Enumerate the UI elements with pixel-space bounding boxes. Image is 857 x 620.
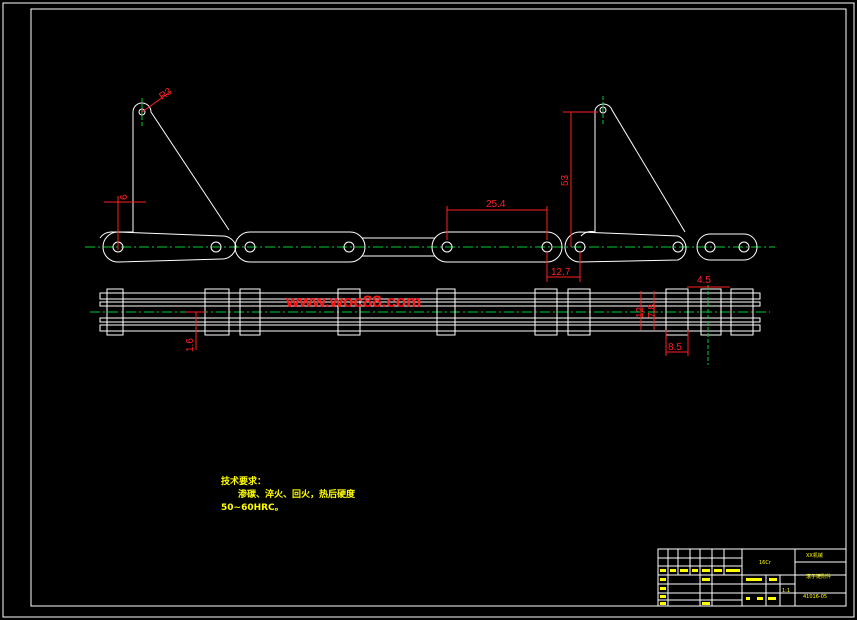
- title-part-name: 滚子链附件: [806, 573, 831, 580]
- inner-plate-strip: [99, 317, 761, 323]
- dim-link-height-a: 7.8: [647, 304, 658, 318]
- pin-hole: [210, 241, 222, 253]
- watermark: www.woc88.com: [285, 292, 421, 311]
- dim-link-height-b: 12: [635, 306, 646, 318]
- top-dimensions: [186, 286, 730, 356]
- dim-pitch: 25.4: [486, 199, 506, 210]
- dim-roller-width: 8.5: [668, 342, 682, 353]
- dim-radius: R3: [157, 86, 174, 103]
- attachment-hole: [599, 106, 607, 114]
- pin-hole: [704, 241, 716, 253]
- right-attachment-plate: [580, 103, 686, 237]
- notes-heading: 技术要求：: [221, 475, 266, 487]
- title-company: XX机械: [806, 552, 823, 559]
- pin-hole: [441, 241, 453, 253]
- notes-line2: 50~60HRC。: [221, 503, 284, 513]
- top-view: [90, 285, 770, 365]
- title-block-cells: [660, 569, 777, 605]
- dim-plate-thickness: 1.6: [185, 338, 196, 352]
- inner-border: [30, 8, 847, 607]
- dim-attachment-height: 53: [560, 174, 571, 186]
- dim-pin-len: 4.5: [697, 275, 711, 286]
- left-attachment-plate: [132, 102, 230, 232]
- outer-plate-strip: [99, 324, 761, 332]
- dim-plate-offset: 6: [119, 194, 130, 200]
- pin-hole: [738, 241, 750, 253]
- left-plate-lower: [102, 231, 237, 263]
- dim-half-pitch: 12.7: [551, 267, 571, 278]
- pin-group: [106, 288, 754, 336]
- notes-line1: 渗碳、淬火、回火，热后硬度: [238, 488, 356, 500]
- end-link-plate: [696, 233, 758, 261]
- front-view: [85, 96, 775, 263]
- title-scale: 1:1: [782, 588, 790, 594]
- outer-plate-strip: [99, 292, 761, 300]
- pin-hole: [672, 241, 684, 253]
- left-plate-body: [99, 231, 133, 239]
- front-dimensions: [104, 91, 598, 282]
- pin-hole: [244, 241, 256, 253]
- chain-link-plate: [234, 231, 366, 263]
- title-material: 16Cr: [759, 560, 772, 566]
- attachment-hole: [138, 108, 146, 116]
- inner-plate-strip: [99, 301, 761, 307]
- chain-link-plate: [362, 237, 435, 257]
- pin-hole: [343, 241, 355, 253]
- title-drawing-no: 41016-05: [803, 594, 827, 600]
- title-block: [657, 548, 847, 607]
